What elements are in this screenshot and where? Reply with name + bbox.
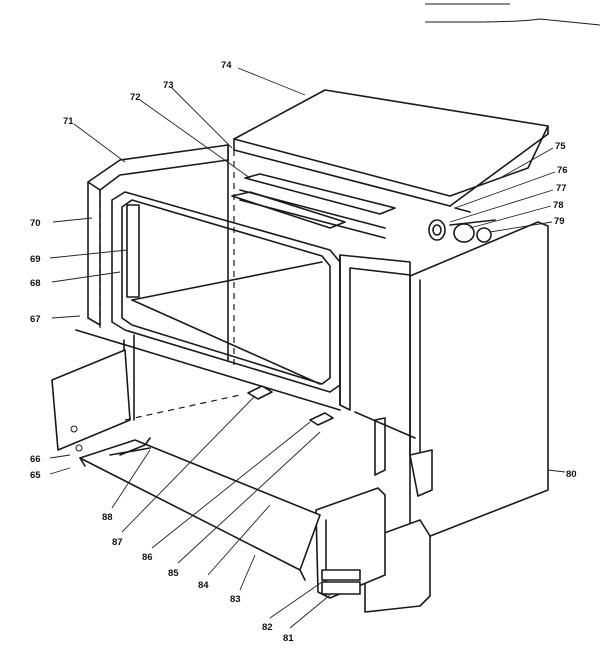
callout-80: 80 [566, 469, 577, 480]
callout-86: 86 [142, 552, 153, 563]
upper-rails-72-73 [231, 173, 396, 239]
inner-liner-frame [111, 191, 341, 393]
callout-68: 68 [30, 278, 41, 289]
callout-77: 77 [556, 183, 567, 194]
callout-87: 87 [112, 537, 123, 548]
header-marks [425, 3, 601, 26]
lower-left-panel-65-67 [51, 329, 341, 452]
callout-72: 72 [130, 92, 141, 103]
callout-labels: 74 73 72 71 75 76 77 78 79 70 69 68 67 6… [30, 60, 577, 644]
callout-67: 67 [30, 314, 41, 325]
callout-73: 73 [163, 80, 174, 91]
leader-lines [49, 67, 566, 629]
callout-74: 74 [221, 60, 232, 71]
callout-66: 66 [30, 454, 41, 465]
callout-88: 88 [102, 512, 113, 523]
callout-81: 81 [283, 633, 294, 644]
callout-78: 78 [553, 200, 564, 211]
fittings-75-79 [428, 207, 496, 243]
callout-76: 76 [557, 165, 568, 176]
callout-75: 75 [555, 141, 566, 152]
front-frame-82-81 [315, 254, 416, 599]
cabinet-body-frame [87, 144, 235, 370]
right-side-panel-80 [364, 221, 549, 613]
callout-71: 71 [63, 116, 74, 127]
bottom-panel-83-84 [79, 439, 321, 581]
callout-79: 79 [554, 216, 565, 227]
callout-65: 65 [30, 470, 41, 481]
callout-82: 82 [262, 622, 273, 633]
small-parts-85-88 [109, 385, 334, 456]
callout-69: 69 [30, 254, 41, 265]
callout-84: 84 [198, 580, 209, 591]
callout-85: 85 [168, 568, 179, 579]
top-panel-74 [233, 89, 549, 207]
callout-70: 70 [30, 218, 41, 229]
callout-83: 83 [230, 594, 241, 605]
